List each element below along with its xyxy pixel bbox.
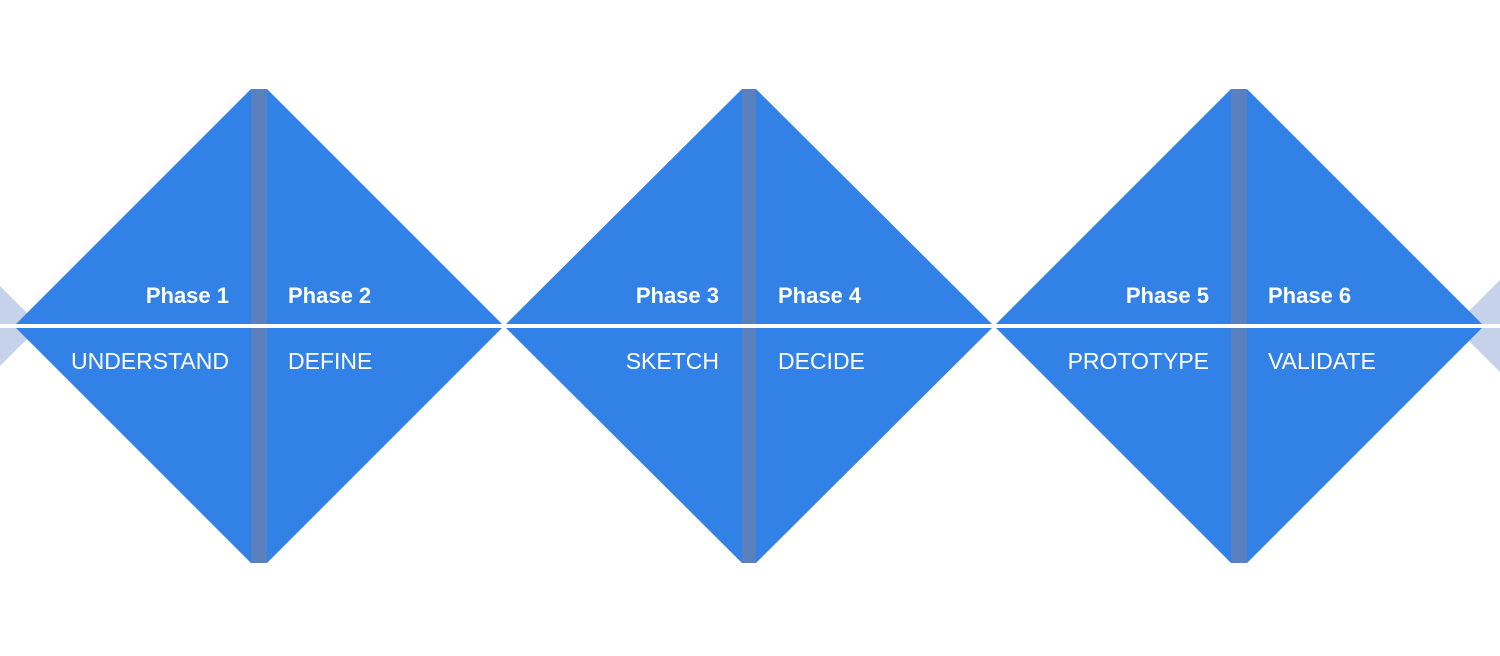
phase-5-label: Phase 5	[1126, 283, 1209, 308]
phase-4-stage: DECIDE	[778, 348, 865, 374]
phase-5-stage: PROTOTYPE	[1068, 348, 1209, 374]
phase-3-stage: SKETCH	[626, 348, 719, 374]
phase-2-label: Phase 2	[288, 283, 371, 308]
timeline-axis-line	[0, 324, 1500, 328]
phase-2-stage: DEFINE	[288, 348, 372, 374]
phase-6-stage: VALIDATE	[1268, 348, 1376, 374]
phase-1-label: Phase 1	[146, 283, 229, 308]
phase-3-label: Phase 3	[636, 283, 719, 308]
phase-6-label: Phase 6	[1268, 283, 1351, 308]
phase-4-label: Phase 4	[778, 283, 862, 308]
phase-1-stage: UNDERSTAND	[71, 348, 229, 374]
